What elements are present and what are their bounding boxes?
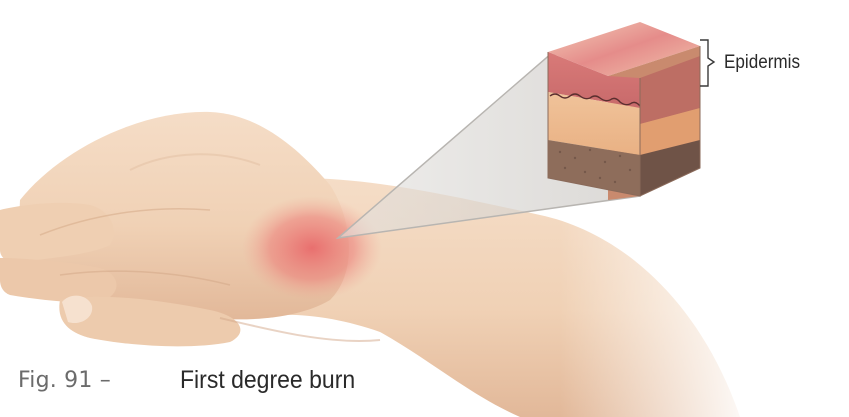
figure-number: Fig. 91 – [18, 368, 111, 393]
figure-title: First degree burn [180, 366, 356, 394]
epidermis-bracket [700, 39, 716, 87]
dermal-junction-line [549, 93, 641, 107]
skin-layer-inset [547, 22, 701, 200]
skin-surface [548, 22, 700, 76]
epidermis-label: Epidermis [724, 52, 801, 73]
epidermis-layer [548, 52, 640, 108]
thumb [59, 296, 241, 347]
dermis-layer [548, 92, 640, 155]
burn-area [242, 196, 382, 300]
fingers [0, 202, 114, 263]
